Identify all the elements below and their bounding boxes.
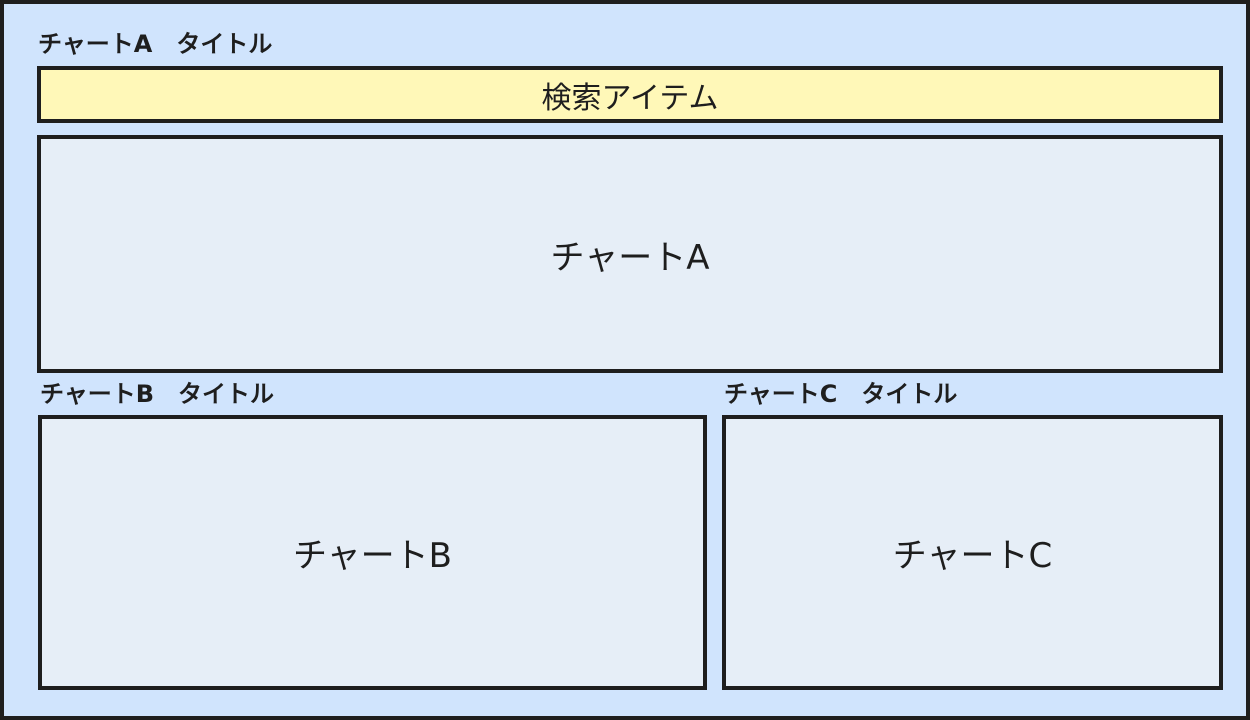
chart-c-title: チャートC タイトル [724, 380, 958, 408]
chart-a: チャートA [37, 135, 1223, 373]
chart-c-label: チャートC [892, 536, 1053, 576]
chart-a-title: チャートA タイトル [38, 30, 273, 58]
chart-b-label: チャートB [293, 536, 452, 576]
search-item[interactable]: 検索アイテム [37, 66, 1223, 123]
chart-a-label: チャートA [550, 237, 710, 278]
chart-b: チャートB [38, 415, 707, 690]
chart-c: チャートC [722, 415, 1223, 690]
search-item-label: 検索アイテム [541, 80, 719, 116]
chart-b-title: チャートB タイトル [40, 380, 275, 408]
